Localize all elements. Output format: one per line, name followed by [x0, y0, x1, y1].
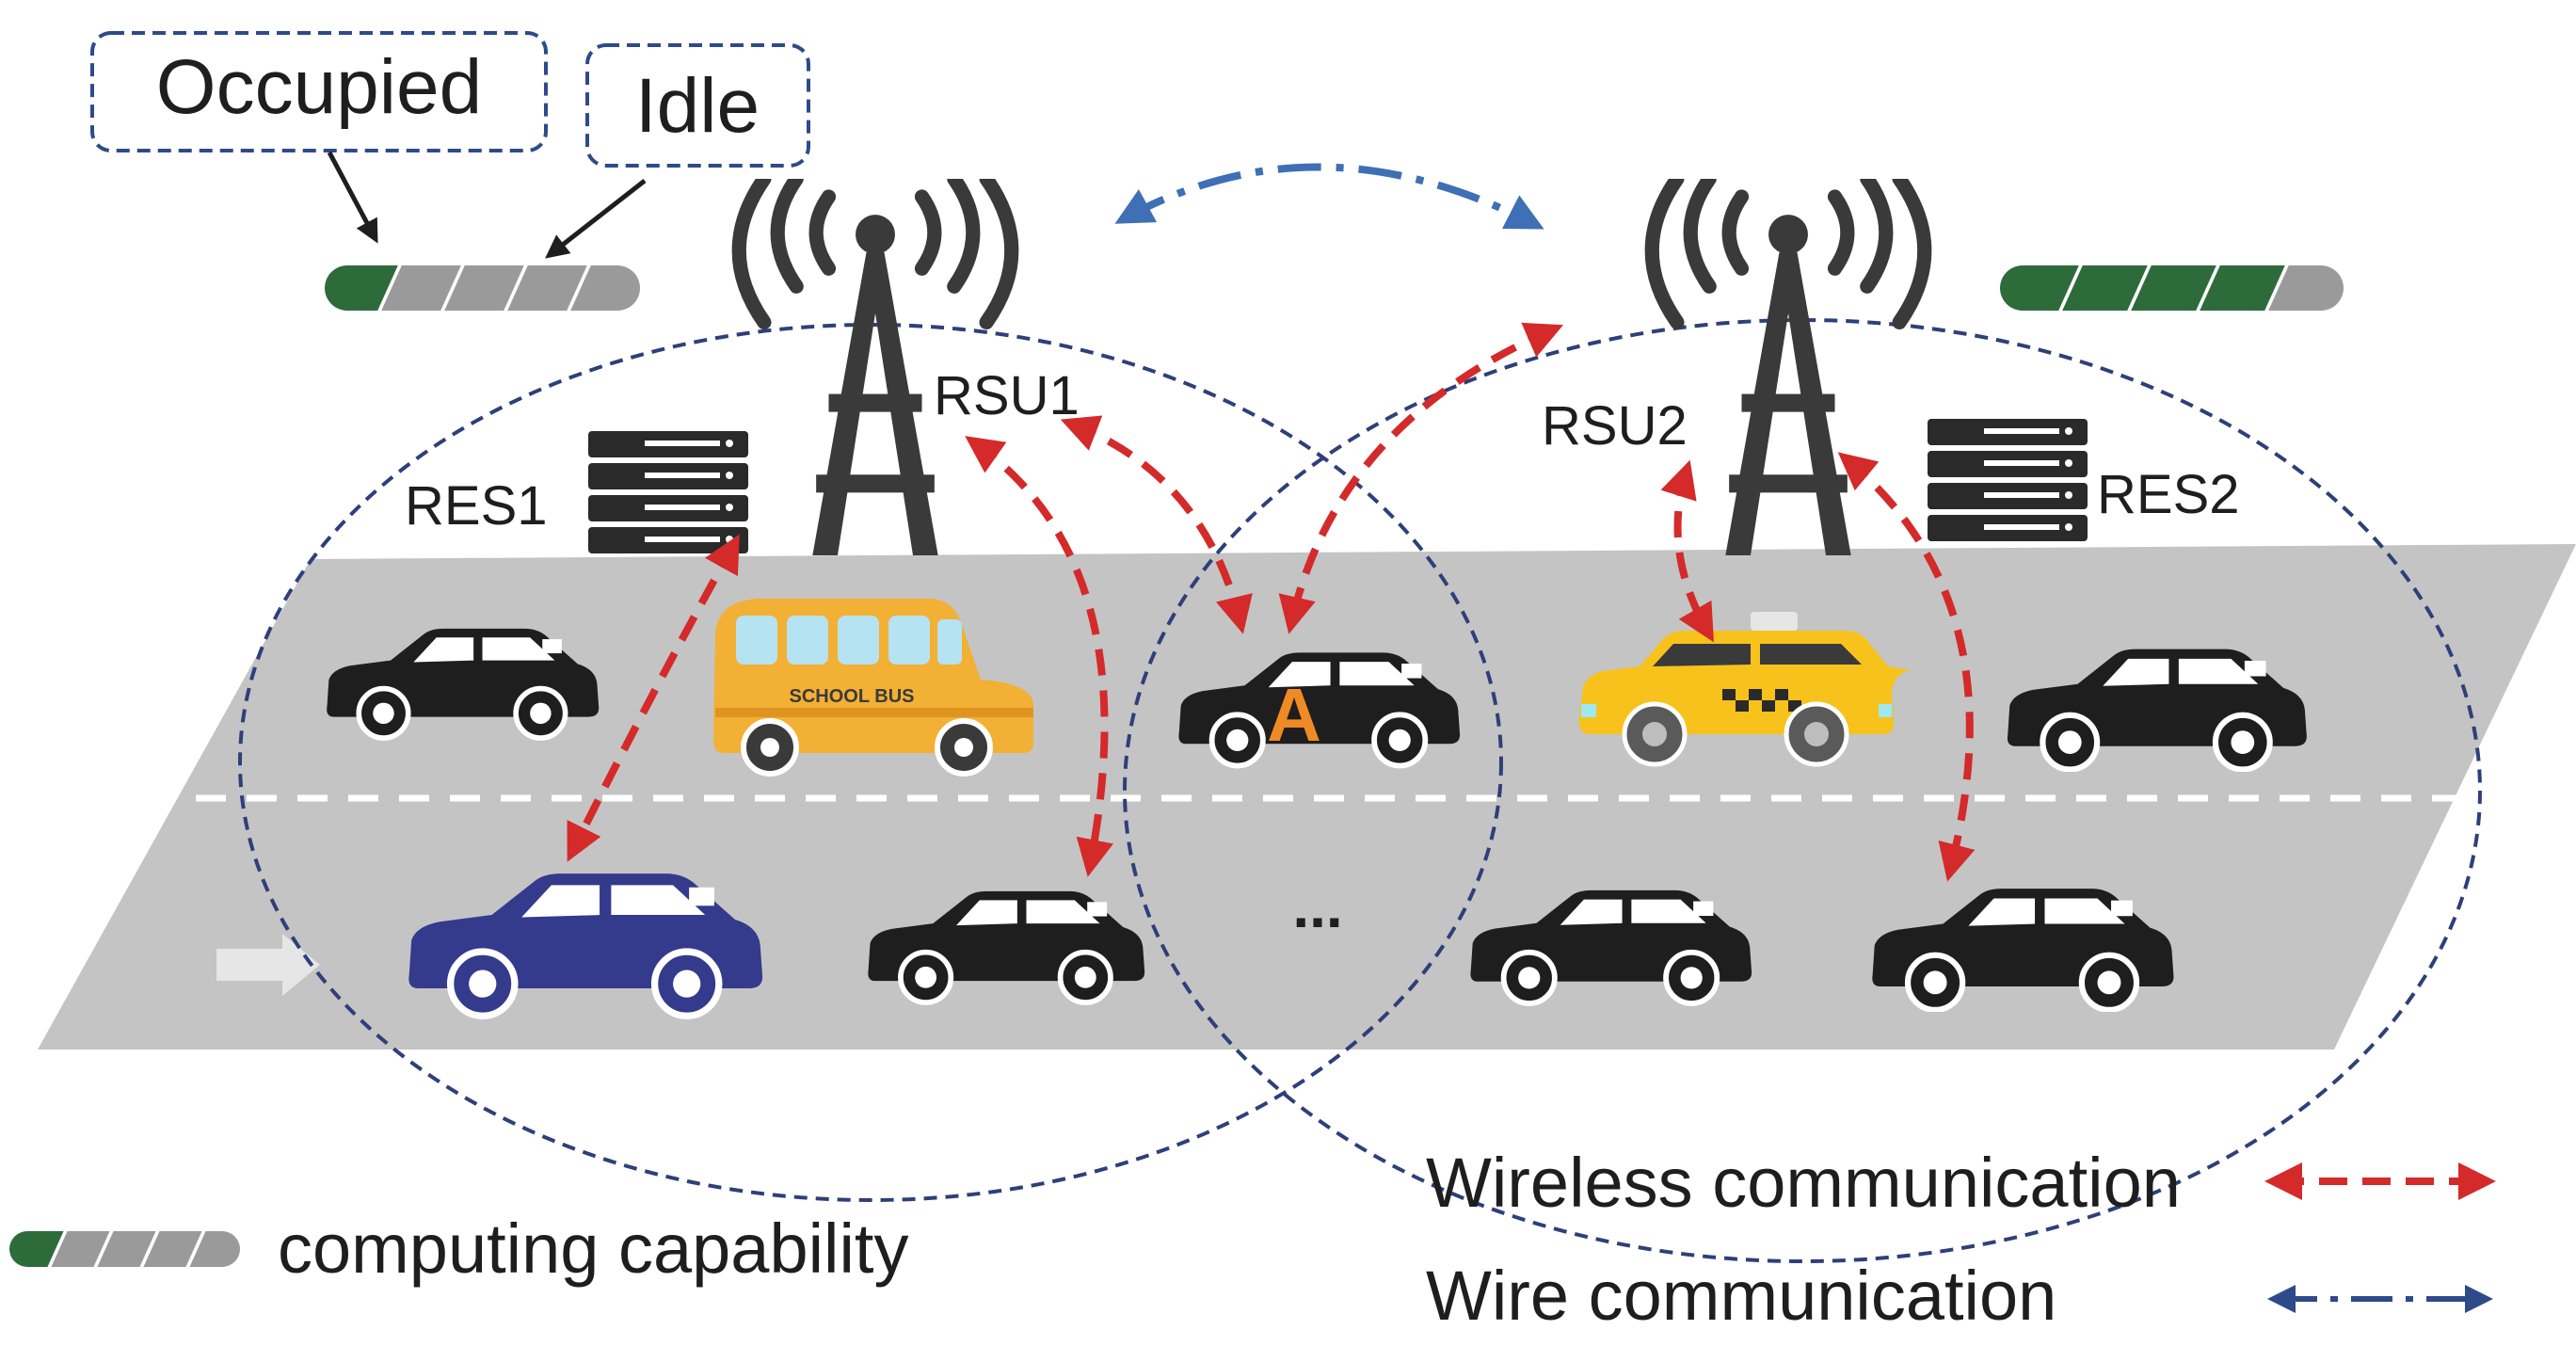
rsu2-label: RSU2 [1542, 395, 1688, 457]
idle-label: Idle [635, 63, 760, 149]
rsu1-computing-capability-bar [325, 265, 640, 311]
idle-segment [51, 1231, 110, 1267]
school-bus-label: SCHOOL BUS [790, 686, 915, 707]
idle-segment [189, 1231, 240, 1267]
idle-segment [97, 1231, 156, 1267]
idle-segment [381, 265, 461, 311]
res1-label: RES1 [405, 475, 548, 537]
occupied-label: Occupied [156, 44, 482, 130]
occupied-segment [2131, 265, 2216, 311]
idle-pointer [545, 179, 647, 259]
wireless-links [567, 322, 1976, 882]
occupied-segment [325, 265, 398, 311]
traffic-direction-arrow [216, 934, 320, 996]
wireless-link-rsu1-a [1060, 415, 1253, 634]
idle-segment [2268, 265, 2344, 311]
occupied-callout-box [90, 31, 548, 152]
idle-segment [570, 265, 640, 311]
occupied-segment [2062, 265, 2148, 311]
wireless-link-rsu2-taxi [1660, 459, 1714, 643]
legend-wireless-label: Wireless communication [1426, 1144, 2181, 1222]
res2-server-icon [1928, 419, 2088, 541]
occupied-segment [2000, 265, 2079, 311]
legend-wire-label: Wire communication [1426, 1257, 2056, 1335]
occupied-segment [9, 1231, 64, 1267]
res2-label: RES2 [2097, 464, 2240, 525]
vehicle-a-label: A [1267, 673, 1321, 757]
wireless-link-res1-bluecar [567, 534, 740, 862]
taxi-icon [1578, 612, 1911, 767]
idle-segment [143, 1231, 202, 1267]
occupied-pointer [327, 151, 378, 244]
legend-capability-label: computing capability [278, 1210, 908, 1288]
legend-capability-bar [9, 1231, 240, 1267]
more-vehicles-ellipsis: ... [1292, 873, 1342, 940]
idle-segment [507, 265, 587, 311]
res1-server-icon [588, 431, 748, 553]
rsu-wire-link [1114, 163, 1544, 230]
occupied-segment [2200, 265, 2285, 311]
wireless-link-rsu2-a [1278, 322, 1564, 634]
rsu2-coverage-area [1123, 318, 2482, 1263]
rsu1-label: RSU1 [934, 365, 1080, 426]
idle-segment [444, 265, 524, 311]
rsu2-computing-capability-bar [2000, 265, 2344, 311]
wireless-link-res2-car [1837, 452, 1976, 882]
idle-callout-box [585, 43, 810, 168]
